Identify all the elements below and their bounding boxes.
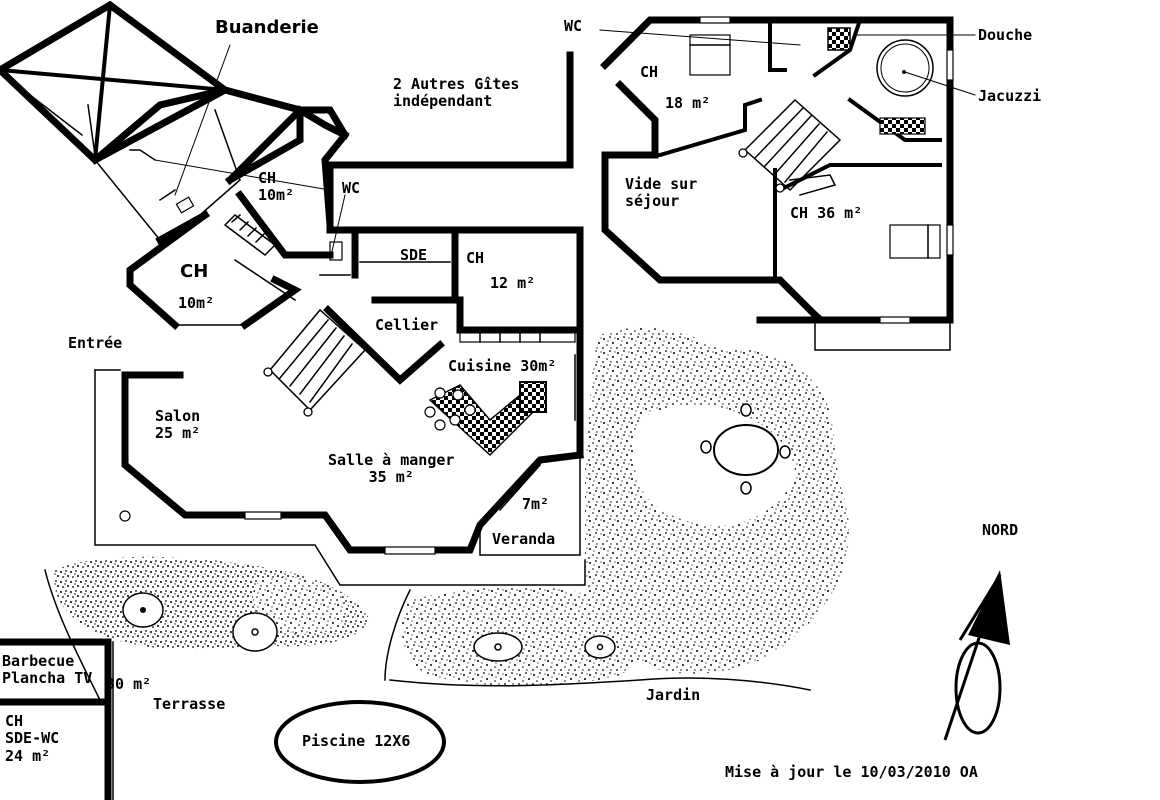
annex-boxes [0,638,114,800]
label-jardin: Jardin [646,686,701,704]
label-nord: NORD [982,521,1019,539]
label-vide-sejour: Vide sur séjour [625,175,698,211]
buanderie-block [0,0,304,241]
label-wc-top: WC [564,17,583,35]
garden-vegetation [54,327,849,687]
label-entree: Entrée [68,334,123,352]
label-ch-12-area: 12 m² [490,274,536,292]
label-douche: Douche [978,26,1033,44]
label-ch-18: CH [640,63,659,81]
label-piscine: Piscine 12X6 [302,732,411,750]
chambres-10m2 [126,105,350,330]
label-ch-18-area: 18 m² [665,94,711,112]
piscine-outline [274,700,446,784]
label-jacuzzi: Jacuzzi [978,87,1042,105]
label-terrasse: Terrasse [153,695,226,713]
label-barbecue: Barbecue Plancha TV [2,652,93,688]
label-ch-10b-area: 10m² [178,294,215,312]
label-salon: Salon 25 m² [155,407,201,443]
label-veranda: Veranda [492,530,556,548]
label-buanderie: Buanderie [215,17,319,38]
label-sde: SDE [400,246,428,264]
upper-gite [600,16,954,351]
label-ch-36: CH 36 m² [790,204,863,222]
garden-trees [119,510,616,662]
label-veranda-area: 7m² [522,495,550,513]
label-autres-gites: 2 Autres Gîtes indépendant [393,75,520,111]
label-ch-10a: CH 10m² [258,169,295,205]
label-ch-12: CH [466,249,485,267]
label-cuisine: Cuisine 30m² [448,357,557,375]
garden-edges [44,569,811,707]
ground-floor [94,51,586,586]
label-mise-a-jour: Mise à jour le 10/03/2010 OA [725,763,978,781]
garden-table [700,403,791,495]
label-cellier: Cellier [375,316,439,334]
label-ch-sde-wc: CH SDE-WC 24 m² [5,712,60,765]
north-arrow [943,570,1010,741]
label-wc-mid: WC [342,179,361,197]
label-leaders [154,29,976,261]
label-salle-manger: Salle à manger 35 m² [328,451,455,487]
label-ch-10b: CH [180,261,209,282]
label-barbecue-area: 30 m² [106,675,152,693]
